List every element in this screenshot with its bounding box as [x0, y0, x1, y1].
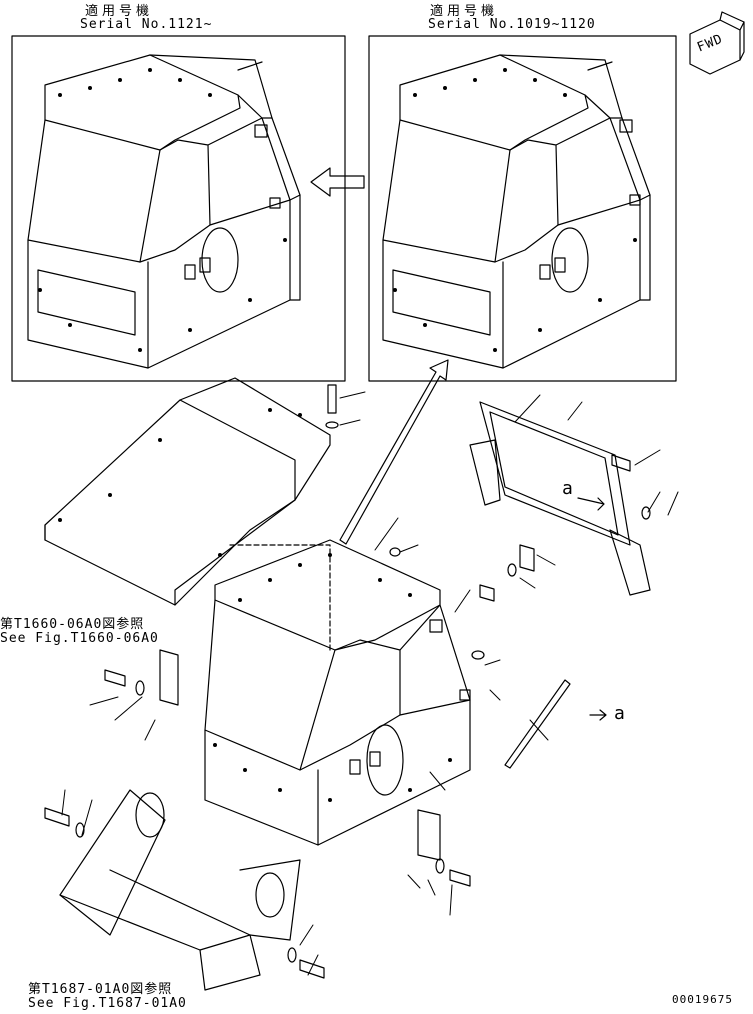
fasteners — [44, 384, 651, 979]
cab-illustration-left — [27, 54, 301, 369]
window-assembly — [469, 401, 651, 596]
inset-panel-left — [11, 35, 346, 382]
cab-main — [204, 539, 471, 846]
reference-1-en: See Fig.T1660-06A0 — [0, 631, 159, 646]
support-frame — [59, 789, 301, 991]
right-panel-serial-label: Serial No.1019~1120 — [428, 17, 596, 32]
reference-2-jp: 第T1687-01A0図参照 — [28, 982, 173, 997]
left-panel-applicable-label: 適用号機 — [85, 4, 154, 19]
inset-frame-left — [11, 35, 346, 382]
left-panel-serial-label: Serial No.1121~ — [80, 17, 213, 32]
leader-lines — [61, 391, 679, 976]
upgrade-arrow — [339, 359, 449, 545]
detail-arrow — [589, 709, 607, 721]
reference-1-jp: 第T1660-06A0図参照 — [0, 617, 145, 632]
reference-2-en: See Fig.T1687-01A0 — [28, 996, 187, 1011]
replacement-arrow — [310, 167, 365, 197]
detail-arrow-2 — [577, 497, 605, 511]
hidden-line — [229, 544, 331, 651]
right-panel-applicable-label: 適用号機 — [430, 4, 499, 19]
detail-marker-upper: a — [562, 478, 574, 499]
side-plate-left — [159, 649, 179, 706]
wiper-rod — [504, 679, 571, 769]
inset-frame-right — [368, 35, 677, 382]
cab-illustration-right — [382, 54, 651, 369]
fwd-tag-icon — [689, 11, 745, 75]
inset-panel-right — [368, 35, 677, 382]
roof-cover-upper — [44, 377, 331, 606]
drawing-number: 00019675 — [672, 993, 733, 1006]
side-plate-right — [417, 809, 441, 861]
detail-marker-lower: a — [614, 703, 626, 724]
